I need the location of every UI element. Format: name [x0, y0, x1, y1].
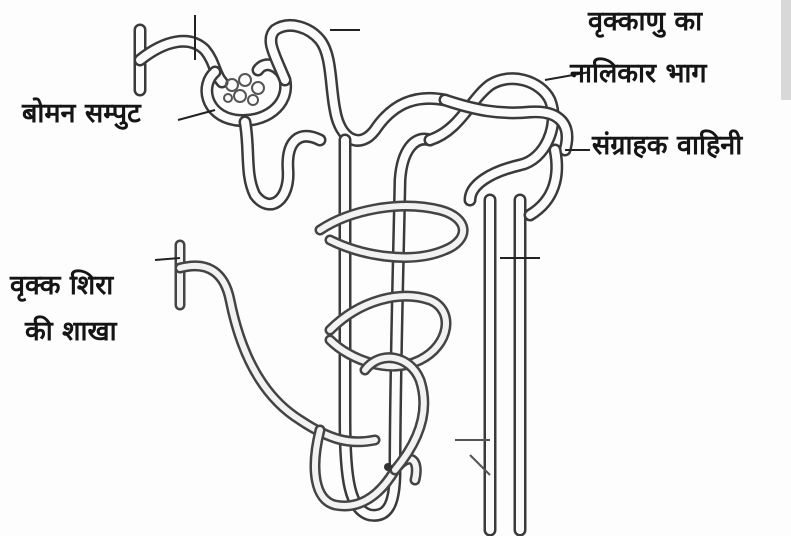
label-nephron-tubule-line1: वृक्काणु का — [588, 8, 702, 35]
pointer-bowman — [178, 110, 215, 120]
glomerulus — [224, 74, 264, 105]
bowman-capsule — [207, 65, 286, 121]
label-nephron-tubule-line2: नालिकार भाग — [570, 60, 707, 87]
marker-dot — [384, 463, 392, 471]
label-bowman-capsule: बोमन सम्पुट — [22, 100, 141, 127]
label-collecting-duct: संग्राहक वाहिनी — [592, 132, 742, 159]
collecting-duct — [455, 150, 557, 530]
label-renal-vein-line2: की शाखा — [25, 318, 117, 345]
label-renal-vein-line1: वृक्क शिरा — [10, 272, 113, 299]
distal-tubule — [430, 79, 567, 200]
page-edge-strip — [781, 0, 791, 100]
